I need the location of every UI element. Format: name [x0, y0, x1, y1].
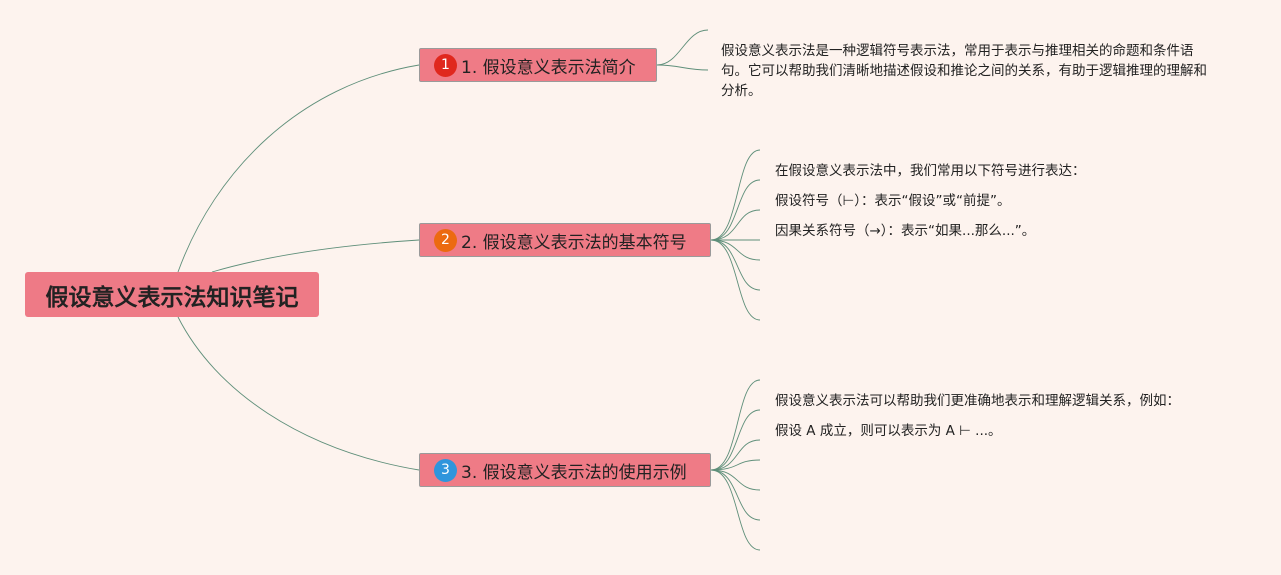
topic-2-label: 2. 假设意义表示法的基本符号	[461, 232, 687, 253]
connector-root-topic-3	[177, 316, 420, 471]
topic-2-node[interactable]: 2 2. 假设意义表示法的基本符号	[419, 223, 711, 257]
topic-3-note-2: 假设 A 成立，则可以表示为 A ⊢ ...。	[775, 423, 1002, 439]
topic-1-node[interactable]: 1 1. 假设意义表示法简介	[419, 48, 657, 82]
root-node[interactable]: 假设意义表示法知识笔记	[25, 272, 319, 317]
connector-topic-2-branch-2	[710, 179, 761, 241]
topic-3-node[interactable]: 3 3. 假设意义表示法的使用示例	[419, 453, 711, 487]
connector-topic-2-branch-3	[710, 209, 761, 241]
topic-3-note-1: 假设意义表示法可以帮助我们更准确地表示和理解逻辑关系，例如：	[775, 393, 1180, 409]
number-badge-icon: 3	[434, 458, 457, 482]
connector-topic-3-branch-7	[710, 469, 761, 551]
connector-root-topic-2	[211, 239, 420, 273]
connector-topic-2-branch-6	[710, 239, 761, 291]
connector-topic-1-note	[656, 29, 709, 66]
connector-topic-2-branch-7	[710, 239, 761, 321]
connector-topic-2-branch-5	[710, 239, 761, 261]
connector-topic-3-branch-6	[710, 469, 761, 521]
connector-topic-2-branch-1	[710, 149, 761, 241]
connector-root-topic-1	[177, 64, 420, 273]
number-badge-icon: 1	[434, 53, 457, 77]
connector-topic-3-branch-1	[710, 379, 761, 471]
topic-1-note: 假设意义表示法是一种逻辑符号表示法，常用于表示与推理相关的命题和条件语句。它可以…	[721, 43, 1207, 99]
connector-topic-3-branch-3	[710, 439, 761, 471]
root-title: 假设意义表示法知识笔记	[45, 284, 299, 311]
topic-2-note-3: 因果关系符号（→）：表示“如果...那么...”。	[775, 223, 1036, 239]
connector-topic-3-branch-2	[710, 409, 761, 471]
topic-2-note-2: 假设符号（⊢）：表示“假设”或“前提”。	[775, 193, 1011, 209]
number-badge-icon: 2	[434, 228, 457, 252]
connector-topic-1-note-b	[656, 64, 709, 71]
topic-2-note-1: 在假设意义表示法中，我们常用以下符号进行表达：	[775, 163, 1086, 179]
connector-topic-3-branch-5	[710, 469, 761, 491]
topic-1-label: 1. 假设意义表示法简介	[461, 57, 636, 78]
connector-topic-3-branch-4	[710, 459, 761, 471]
topic-3-label: 3. 假设意义表示法的使用示例	[461, 462, 687, 483]
